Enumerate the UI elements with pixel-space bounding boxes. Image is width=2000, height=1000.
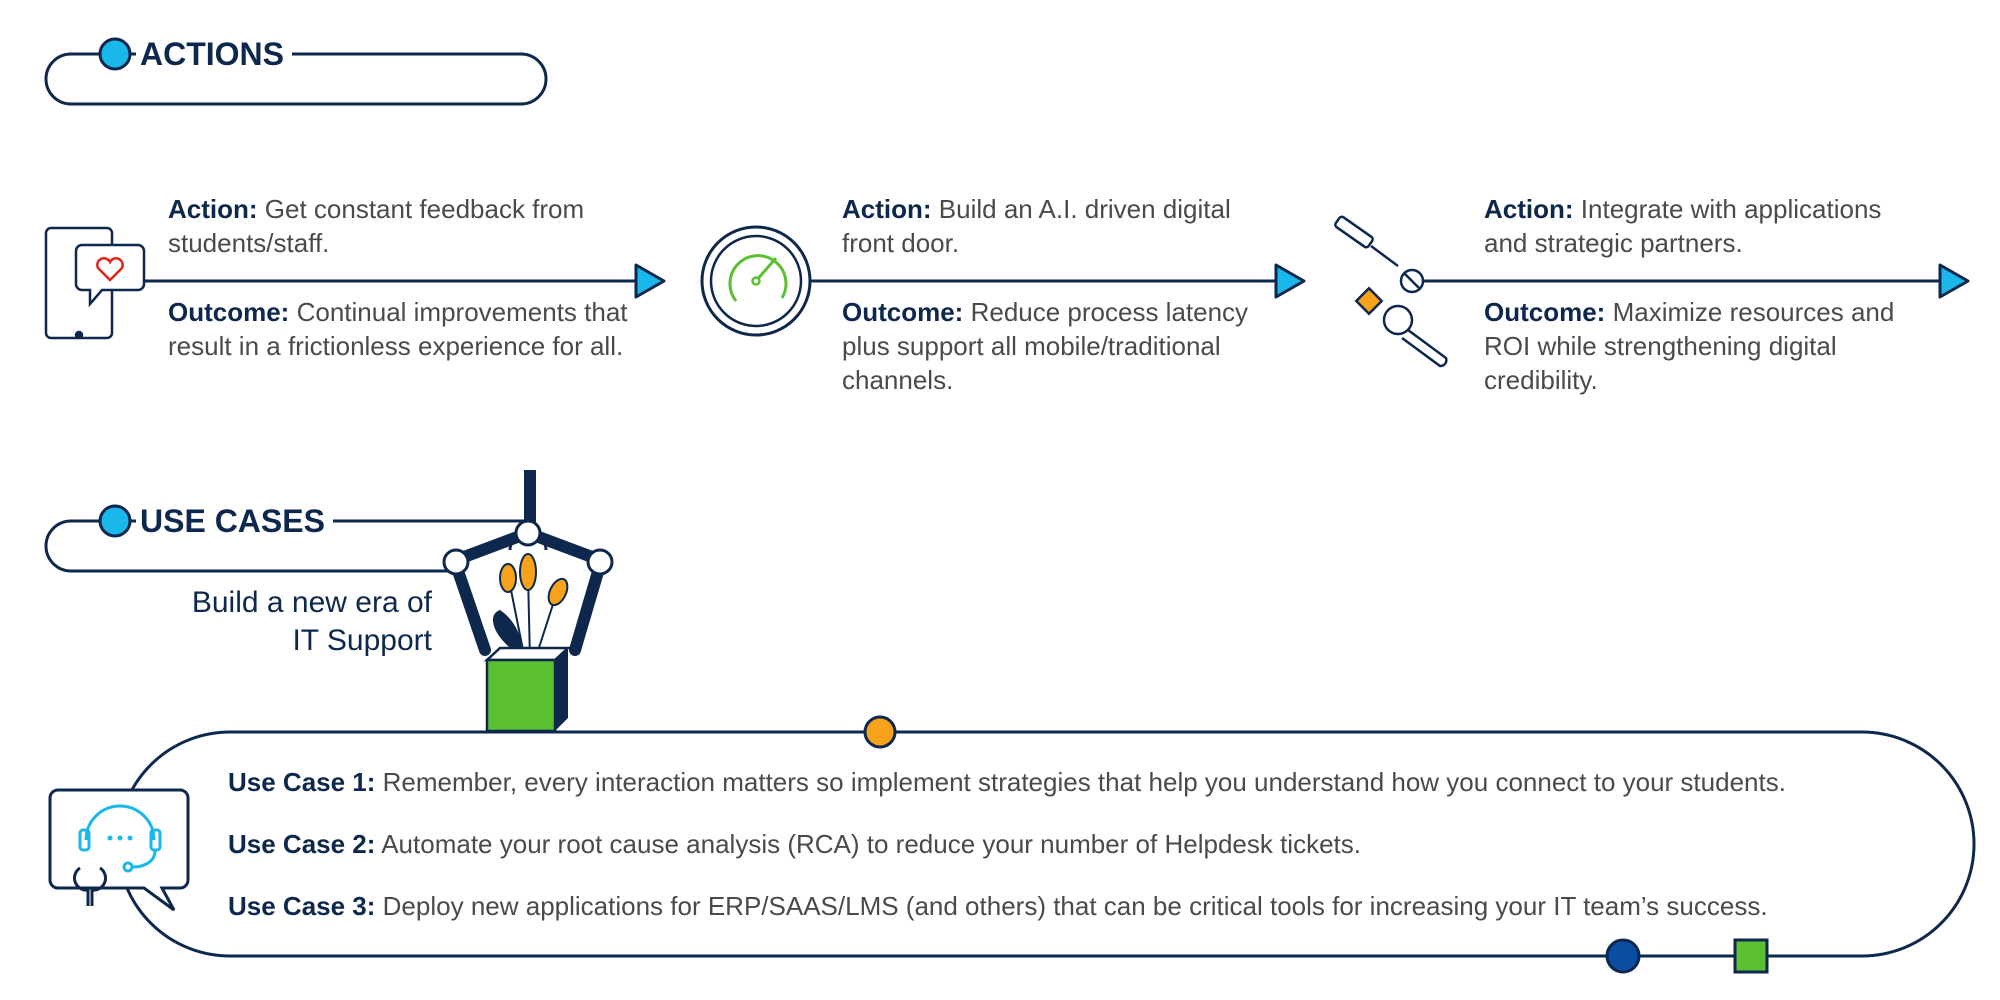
use-cases-header-pill xyxy=(44,519,530,573)
use-case-1-label: Use Case 1: xyxy=(228,767,376,797)
tools-icon xyxy=(1334,215,1448,368)
panel-green-square xyxy=(1733,938,1769,974)
robot-arm-plant-illustration xyxy=(442,470,614,733)
actions-header-dot xyxy=(98,37,132,71)
action-3-action-text: Integrate with applications and strategi… xyxy=(1484,194,1882,258)
use-cases-title: USE CASES xyxy=(136,501,333,541)
use-cases-header-dot xyxy=(98,504,132,538)
headset-support-icon xyxy=(48,788,190,912)
action-1-outcome-text: Continual improvements that result in a … xyxy=(168,297,628,361)
action-2-action: Action: Build an A.I. driven digital fro… xyxy=(842,192,1272,260)
action-3-outcome-text: Maximize resources and ROI while strengt… xyxy=(1484,297,1895,395)
use-case-1-text: Remember, every interaction matters so i… xyxy=(382,767,1786,797)
speedometer-icon xyxy=(700,225,812,337)
action-2-action-label: Action: xyxy=(842,194,932,224)
use-case-2-text: Automate your root cause analysis (RCA) … xyxy=(381,829,1361,859)
action-3-action: Action: Integrate with applications and … xyxy=(1484,192,1914,260)
panel-orange-dot xyxy=(863,715,897,749)
action-2-action-text: Build an A.I. driven digital front door. xyxy=(842,194,1231,258)
actions-title: ACTIONS xyxy=(136,34,292,74)
action-2-arrow-head xyxy=(1274,263,1306,299)
action-1-outcome-label: Outcome: xyxy=(168,297,290,327)
actions-header-pill xyxy=(44,52,548,106)
action-2-outcome-label: Outcome: xyxy=(842,297,964,327)
use-case-3-text: Deploy new applications for ERP/SAAS/LMS… xyxy=(382,891,1768,921)
action-1-arrow-head xyxy=(634,263,666,299)
action-1-action-text: Get constant feedback from students/staf… xyxy=(168,194,585,258)
use-case-3-label: Use Case 3: xyxy=(228,891,376,921)
use-cases-tagline: Build a new era of IT Support xyxy=(140,584,432,660)
action-1-action-label: Action: xyxy=(168,194,258,224)
action-3-outcome-label: Outcome: xyxy=(1484,297,1606,327)
use-case-2: Use Case 2: Automate your root cause ana… xyxy=(228,828,1361,860)
action-2-outcome-text: Reduce process latency plus support all … xyxy=(842,297,1249,395)
panel-blue-dot xyxy=(1605,938,1641,974)
tagline-line-1: Build a new era of xyxy=(191,586,432,619)
use-cases-panel-border xyxy=(116,730,1976,958)
use-case-3: Use Case 3: Deploy new applications for … xyxy=(228,890,1768,922)
use-case-1: Use Case 1: Remember, every interaction … xyxy=(228,766,1786,798)
action-3-action-label: Action: xyxy=(1484,194,1574,224)
use-case-2-label: Use Case 2: xyxy=(228,829,376,859)
action-3-arrow-head xyxy=(1938,263,1970,299)
tagline-line-2: IT Support xyxy=(292,624,432,657)
action-2-outcome: Outcome: Reduce process latency plus sup… xyxy=(842,295,1292,397)
tablet-heart-icon xyxy=(44,226,146,340)
action-3-outcome: Outcome: Maximize resources and ROI whil… xyxy=(1484,295,1944,397)
action-1-action: Action: Get constant feedback from stude… xyxy=(168,192,588,260)
action-1-outcome: Outcome: Continual improvements that res… xyxy=(168,295,638,363)
